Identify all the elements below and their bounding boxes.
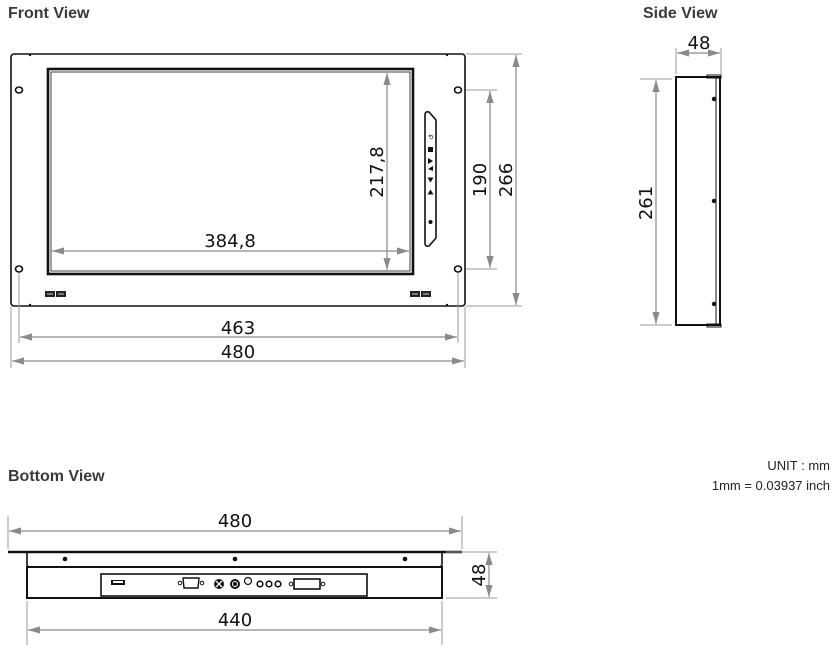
dim-side-height: 261 xyxy=(636,186,657,220)
side-view: 48 261 xyxy=(636,33,722,328)
osd-button-icons: ↺ xyxy=(427,134,436,224)
audio-jack-icon xyxy=(243,576,253,586)
connector-plate xyxy=(100,573,368,597)
dvi-port-icon xyxy=(288,578,326,590)
av-port-1-icon xyxy=(256,580,264,588)
dim-overall-height: 266 xyxy=(496,163,517,197)
dim-bottom-depth: 48 xyxy=(469,564,490,587)
av-port-3-icon xyxy=(274,580,282,588)
dim-bottom-body-width: 440 xyxy=(218,610,252,631)
unit-label: UNIT : mm xyxy=(767,458,830,473)
menu-icon[interactable] xyxy=(428,147,433,152)
dim-screen-width: 384,8 xyxy=(204,231,256,252)
bottom-body xyxy=(26,566,443,599)
side-screw-top xyxy=(711,96,717,102)
bottom-view-title: Bottom View xyxy=(8,468,105,485)
osd-button-panel: ↺ xyxy=(424,111,437,247)
screen-outline xyxy=(46,67,415,276)
side-view-title: Side View xyxy=(643,5,718,22)
vga-port-icon xyxy=(177,577,205,589)
dim-hole-horizontal: 463 xyxy=(221,318,255,339)
connectors xyxy=(111,576,326,590)
down-icon[interactable] xyxy=(427,189,434,195)
front-view: ↺ 384,8 217,8 190 266 463 xyxy=(10,53,522,368)
unit-note: UNIT : mm 1mm = 0.03937 inch xyxy=(712,456,830,496)
side-screw-mid xyxy=(711,198,717,204)
up-icon[interactable] xyxy=(427,177,434,183)
mount-hole-br xyxy=(453,265,463,273)
av-port-2-icon xyxy=(265,580,273,588)
dim-bottom-overall-width: 480 xyxy=(218,511,252,532)
auto-icon[interactable]: ↺ xyxy=(428,134,436,140)
dc-in-port-icon xyxy=(230,579,240,589)
dim-hole-vertical: 190 xyxy=(470,163,491,197)
right-icon[interactable] xyxy=(428,158,433,164)
mount-hole-bl xyxy=(14,265,24,273)
front-panel-outline xyxy=(10,53,466,307)
mount-hole-tl xyxy=(14,86,24,94)
dim-side-depth: 48 xyxy=(688,33,711,54)
screen-inner xyxy=(50,71,411,272)
front-view-title: Front View xyxy=(8,5,90,22)
dim-overall-width: 480 xyxy=(221,342,255,363)
dim-screen-height: 217,8 xyxy=(367,146,388,198)
mount-hole-tr xyxy=(453,86,463,94)
vent-right xyxy=(410,291,431,297)
side-screw-bottom xyxy=(711,301,717,307)
vent-left xyxy=(45,291,66,297)
power-icon[interactable] xyxy=(428,220,433,224)
unit-conversion: 1mm = 0.03937 inch xyxy=(711,478,830,493)
bottom-view: 480 440 48 xyxy=(7,511,497,645)
left-icon[interactable] xyxy=(428,166,433,171)
side-body-outline xyxy=(675,76,721,326)
